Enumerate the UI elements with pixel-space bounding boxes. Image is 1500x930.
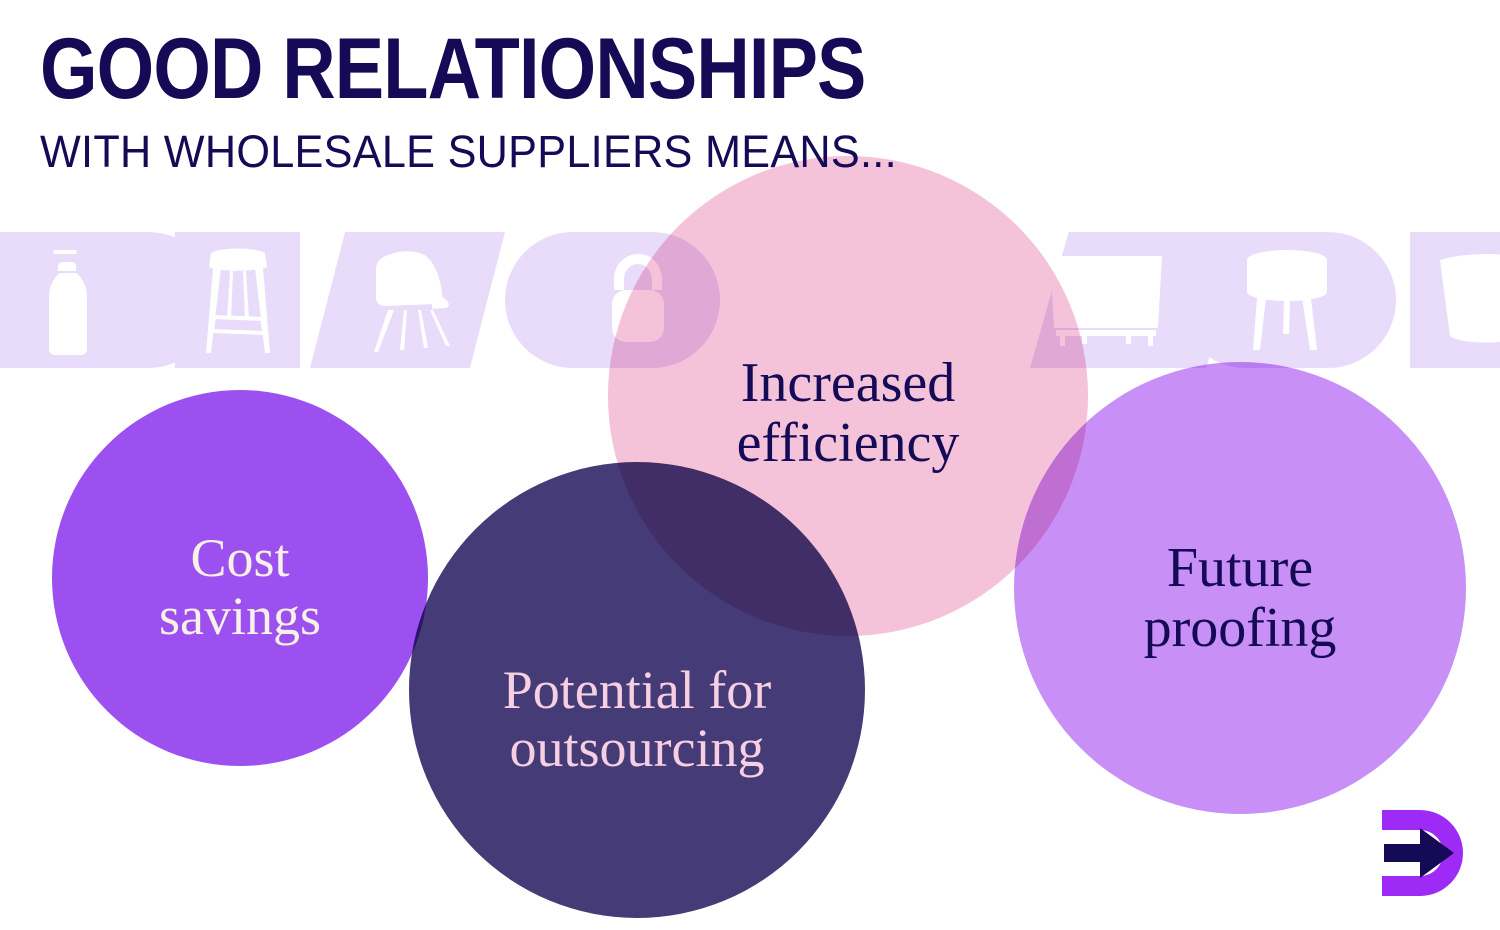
d-arrow-logo[interactable]	[1364, 798, 1474, 908]
decor-tile-bar-stool	[175, 232, 300, 368]
headline-block: GOOD RELATIONSHIPS WITH WHOLESALE SUPPLI…	[40, 21, 1000, 174]
decor-tile-storage-bin	[1410, 232, 1500, 368]
logo-d-ring	[1382, 810, 1463, 896]
logo-arrow-icon	[1384, 828, 1454, 878]
pump-bottle-icon	[0, 232, 216, 368]
dining-chair-icon	[310, 232, 505, 368]
storage-bin-icon	[1410, 232, 1500, 368]
decor-tile-dining-chair	[310, 232, 505, 368]
decor-tile-round-stool	[1178, 232, 1396, 368]
page-title: GOOD RELATIONSHIPS	[40, 21, 866, 117]
bench-sofa-icon	[1030, 232, 1245, 368]
bar-stool-icon	[175, 232, 300, 368]
round-stool-icon	[1178, 232, 1396, 368]
